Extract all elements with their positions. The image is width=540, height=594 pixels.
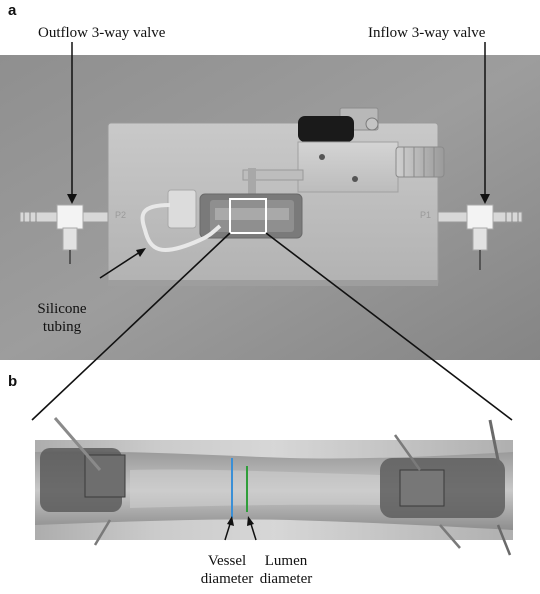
black-clip: [298, 116, 354, 142]
label-silicone-line2: tubing: [42, 319, 82, 335]
panel-letter-b: b: [8, 373, 18, 390]
arrow-inflow: [480, 42, 490, 204]
tubing-mount: [167, 189, 197, 229]
arrow-outflow: [67, 42, 77, 204]
panel-letter-a: a: [8, 2, 17, 19]
photo-panel-a: P2 P1: [0, 55, 540, 360]
label-lumen-line1: Lumen: [264, 553, 308, 569]
label-vessel-line1: Vessel: [207, 553, 247, 569]
label-silicone-line1: Silicone: [37, 301, 87, 317]
zoom-box: [229, 198, 267, 234]
port-label-right: P1: [420, 210, 431, 220]
label-vessel-diameter: Vessel diameter: [192, 552, 262, 588]
micrograph-panel-b: [35, 417, 513, 556]
pin: [439, 524, 461, 549]
pin: [488, 419, 502, 471]
label-lumen-line2: diameter: [259, 571, 313, 587]
micrometer-block: [297, 141, 399, 193]
inflow-valve: [437, 204, 523, 270]
silicone-tubing: [140, 203, 222, 252]
callout-line-right: [265, 232, 513, 421]
label-outflow-valve: Outflow 3-way valve: [38, 25, 166, 41]
callout-line-left: [31, 232, 231, 421]
pin: [93, 519, 112, 546]
arrow-vessel: [224, 516, 234, 541]
label-inflow-valve: Inflow 3-way valve: [368, 25, 486, 41]
arrow-lumen: [247, 516, 257, 541]
label-vessel-line2: diameter: [200, 571, 254, 587]
arrow-silicone: [99, 248, 146, 279]
label-silicone-tubing: Silicone tubing: [28, 300, 96, 336]
micrometer: [395, 146, 445, 178]
outflow-valve: [19, 204, 109, 264]
port-label-left: P2: [115, 210, 126, 220]
pin: [496, 524, 512, 556]
pin: [393, 434, 422, 471]
pin: [53, 417, 102, 471]
label-lumen-diameter: Lumen diameter: [251, 552, 321, 588]
lumen: [130, 469, 380, 508]
